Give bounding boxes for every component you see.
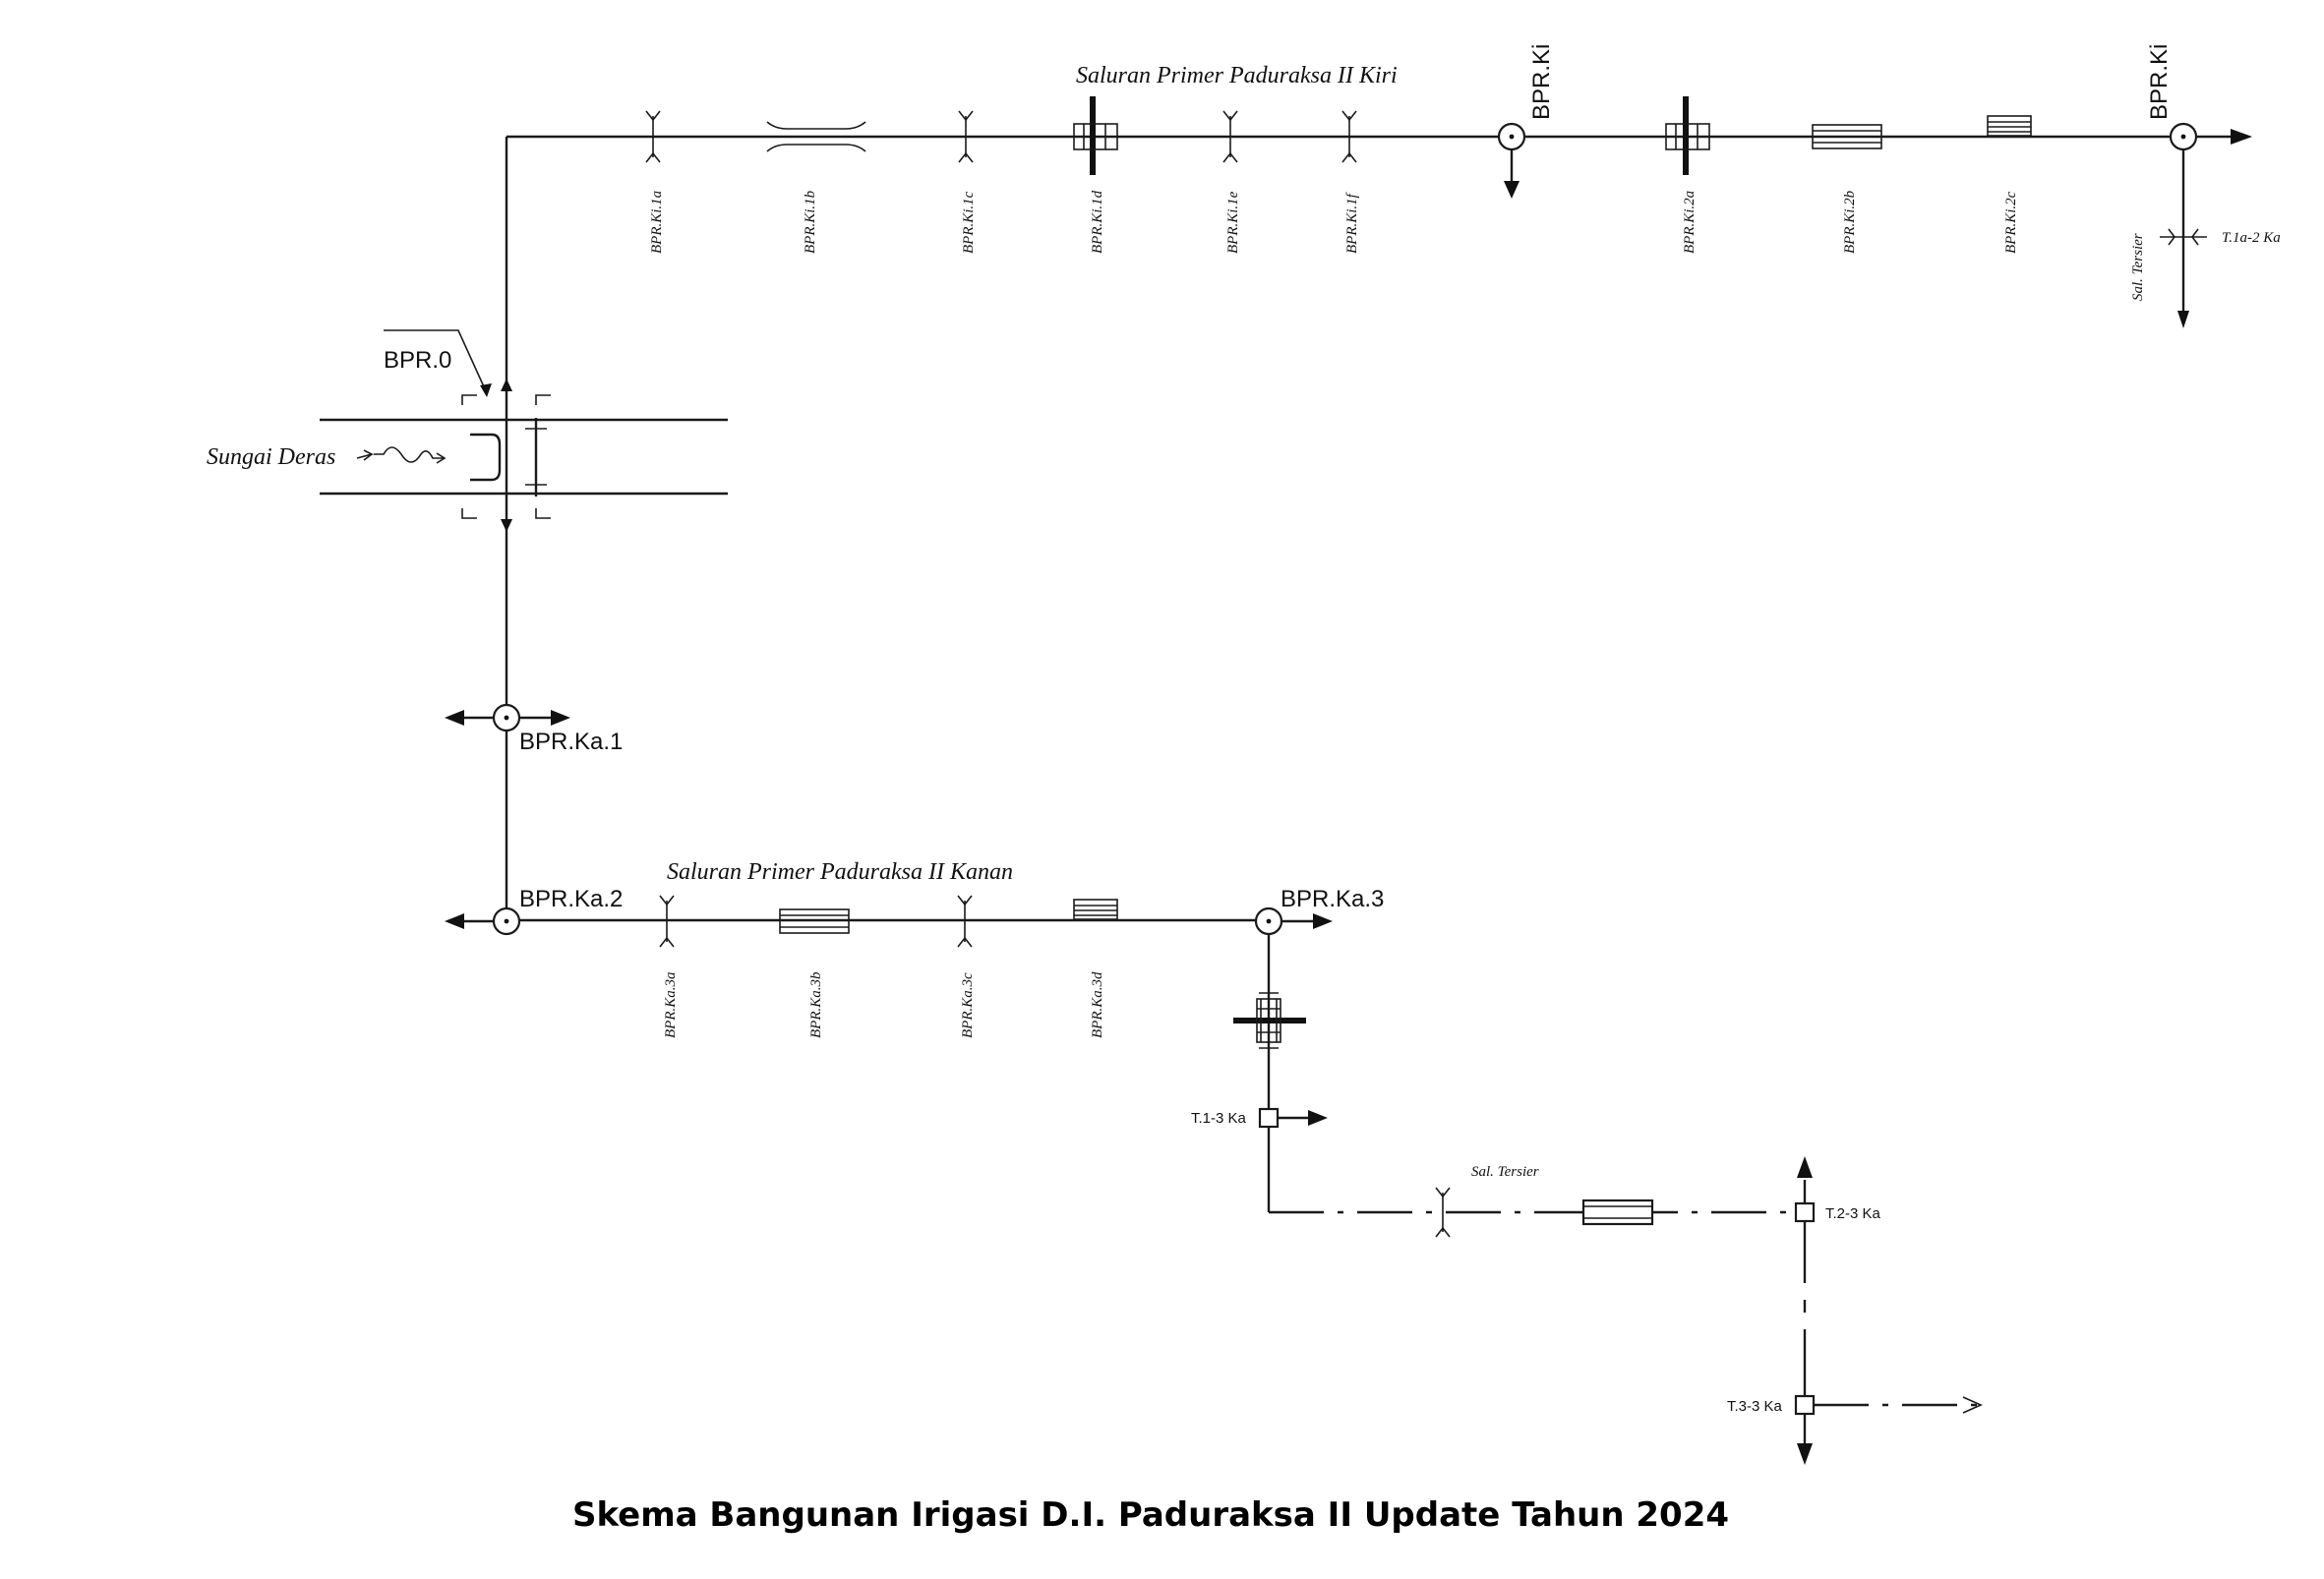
- structure-label-ka-3a: BPR.Ka.3a: [663, 972, 679, 1039]
- structure-labels-kiri: BPR.Ki.1a BPR.Ki.1b BPR.Ki.1c BPR.Ki.1d …: [649, 190, 2019, 254]
- tertiary-network-ka3: [1233, 934, 1983, 1465]
- channel-label-kanan: Saluran Primer Paduraksa II Kanan: [667, 859, 1013, 885]
- structure-label-ki-1e: BPR.Ki.1e: [1225, 191, 1241, 254]
- structure-gate-ki-1a: [645, 110, 661, 163]
- tertiary-channel-label-ki: Sal. Tersier: [2130, 233, 2146, 301]
- structure-label-ki-1d: BPR.Ki.1d: [1090, 190, 1105, 254]
- river-label: Sungai Deras: [207, 444, 335, 470]
- structure-box-ki-2c: [1987, 115, 2032, 137]
- node-bpr-ki-end: [2169, 122, 2198, 151]
- node-label-bpr0: BPR.0: [384, 347, 451, 374]
- tertiary-branch-ki: [2160, 149, 2207, 328]
- structure-label-ki-2a: BPR.Ki.2a: [1682, 191, 1698, 254]
- tertiary-label-t1a-2-ka: T.1a-2 Ka: [2222, 230, 2281, 246]
- node-label-bpr-ki: BPR.Ki: [1528, 44, 1555, 120]
- structure-drop-ki-1d: [1073, 96, 1118, 175]
- structure-label-ki-2b: BPR.Ki.2b: [1842, 190, 1858, 254]
- river-sungai-deras: [320, 329, 728, 532]
- structure-gate-ki-1e: [1222, 110, 1238, 163]
- structure-bridge-ka-3b: [779, 908, 850, 934]
- node-bpr-ka3: [1254, 906, 1283, 936]
- tertiary-label-t1-3-ka: T.1-3 Ka: [1191, 1110, 1247, 1127]
- node-bpr-ka1: [492, 703, 521, 732]
- structure-label-ki-1c: BPR.Ki.1c: [961, 191, 977, 254]
- structure-label-ki-1b: BPR.Ki.1b: [803, 190, 818, 254]
- tertiary-label-t3-3-ka: T.3-3 Ka: [1727, 1398, 1783, 1415]
- structure-drop-ki-2a: [1665, 96, 1710, 175]
- node-label-bpr-ki-end: BPR.Ki: [2146, 44, 2173, 120]
- node-label-bpr-ka3: BPR.Ka.3: [1281, 886, 1384, 912]
- diagram-title: Skema Bangunan Irigasi D.I. Paduraksa II…: [572, 1495, 1729, 1535]
- tertiary-label-t2-3-ka: T.2-3 Ka: [1825, 1205, 1881, 1222]
- flow-arrows: [445, 129, 2252, 929]
- tertiary-channel-label-ka: Sal. Tersier: [1471, 1164, 1539, 1180]
- structure-label-ka-3d: BPR.Ka.3d: [1090, 971, 1105, 1038]
- node-bpr-ki-1: [1497, 122, 1526, 151]
- structure-gate-ki-1c: [958, 110, 974, 163]
- structure-label-ki-2c: BPR.Ki.2c: [2003, 191, 2019, 254]
- structure-label-ka-3b: BPR.Ka.3b: [808, 971, 824, 1038]
- structure-culvert-ki-1b: [766, 121, 866, 152]
- structure-gate-ka-3c: [957, 895, 973, 948]
- structure-labels-kanan: BPR.Ka.3a BPR.Ka.3b BPR.Ka.3c BPR.Ka.3d: [663, 971, 1105, 1038]
- structure-label-ka-3c: BPR.Ka.3c: [960, 972, 976, 1038]
- structure-box-ka-3d: [1073, 899, 1118, 920]
- structure-bridge-ki-2b: [1812, 124, 1882, 149]
- structure-label-ki-1f: BPR.Ki.1f: [1344, 192, 1360, 254]
- node-label-bpr-ka1: BPR.Ka.1: [519, 729, 623, 755]
- node-label-bpr-ka2: BPR.Ka.2: [519, 886, 623, 912]
- structure-label-ki-1a: BPR.Ki.1a: [649, 191, 665, 254]
- node-bpr-ka2: [492, 906, 521, 936]
- structure-gate-ka-3a: [659, 895, 675, 948]
- structure-gate-ki-1f: [1341, 110, 1357, 163]
- channel-label-kiri: Saluran Primer Paduraksa II Kiri: [1076, 63, 1398, 88]
